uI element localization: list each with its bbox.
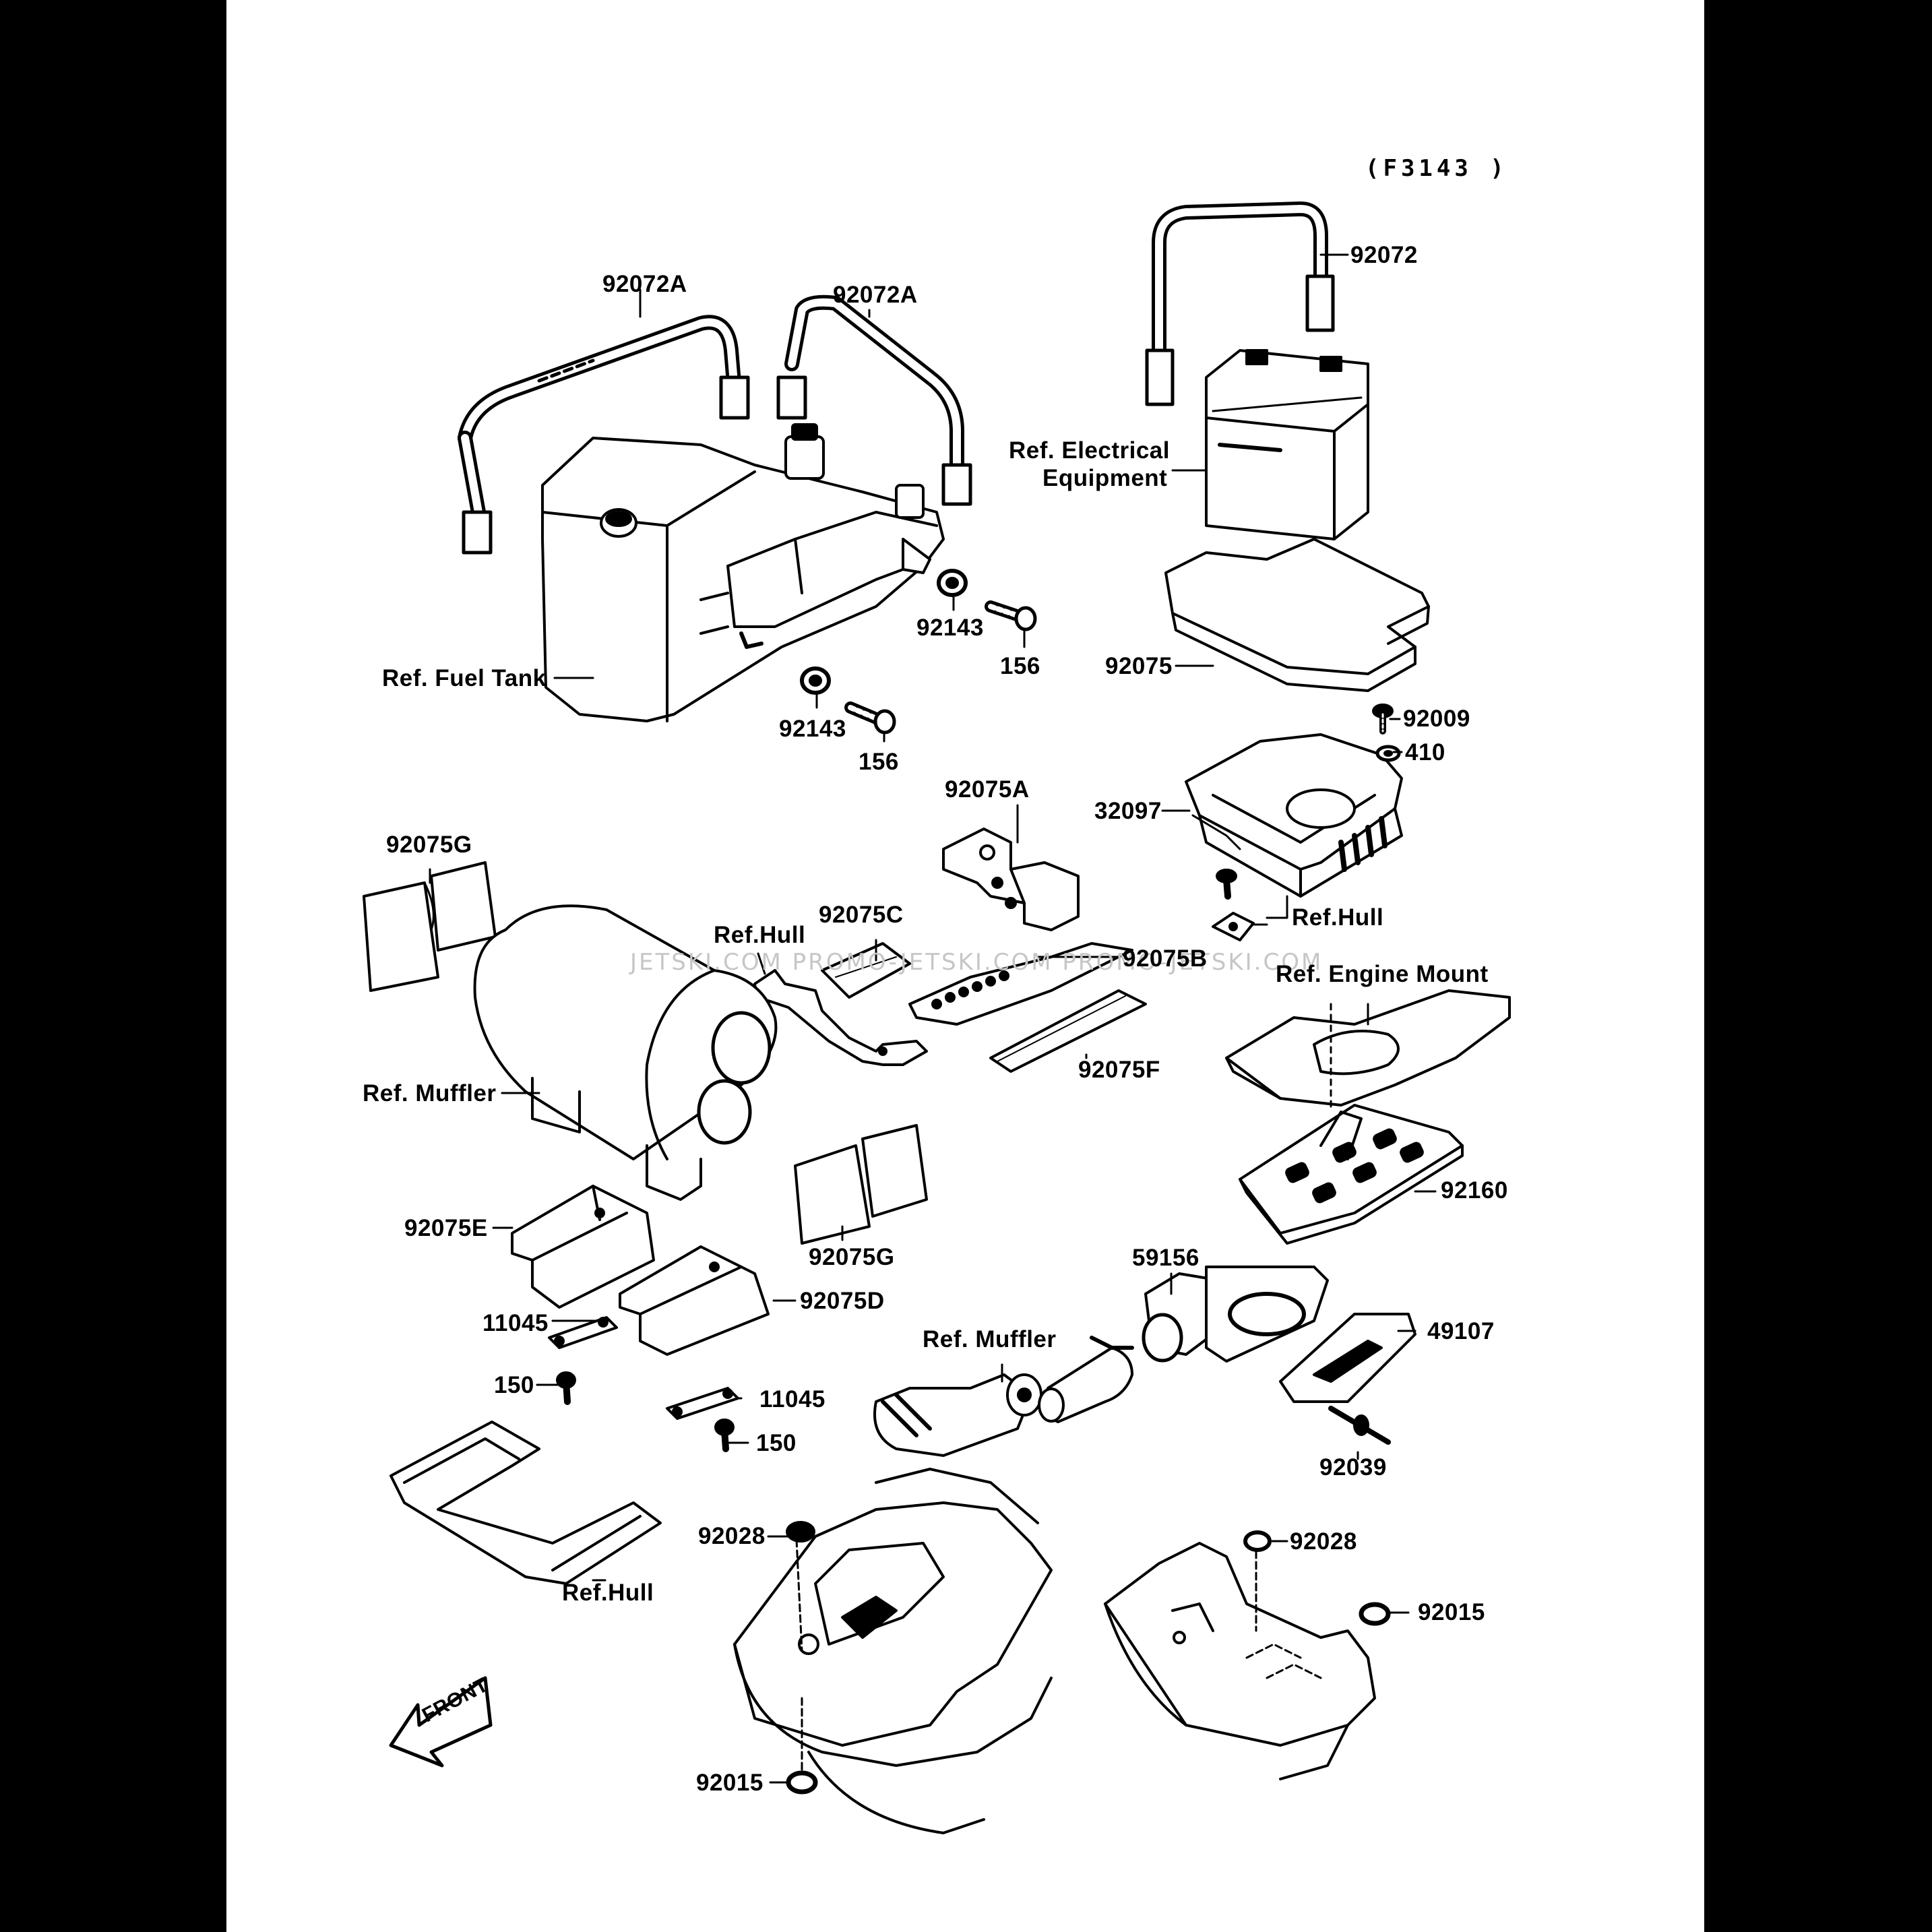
label-11045-right: 11045	[759, 1386, 825, 1412]
outlet-59156	[1142, 1266, 1329, 1363]
pad-92075F	[989, 989, 1147, 1073]
label-92075G-bottom: 92075G	[809, 1244, 895, 1270]
label-410: 410	[1405, 739, 1445, 766]
diagram-code: (F3143 )	[1365, 155, 1508, 182]
label-92143-upper: 92143	[916, 615, 984, 641]
gasket-49107	[1279, 1313, 1416, 1403]
label-92009: 92009	[1403, 706, 1470, 732]
grommet-92143-lower	[800, 666, 831, 695]
label-150-right: 150	[756, 1430, 797, 1456]
screw-hull-battery	[1212, 869, 1255, 941]
label-150-left: 150	[494, 1372, 534, 1398]
label-92072A-left: 92072A	[602, 271, 687, 297]
pad-92075G-bottom	[794, 1124, 928, 1245]
label-92075G-top: 92075G	[386, 832, 472, 858]
washer-410	[1375, 745, 1401, 762]
grommet-92143-upper	[937, 569, 968, 597]
label-92075E: 92075E	[404, 1215, 488, 1241]
label-59156: 59156	[1132, 1245, 1199, 1271]
exhaust-hose	[1038, 1336, 1134, 1423]
muffler	[473, 904, 778, 1201]
exhaust-elbow-ref-muffler	[873, 1373, 1042, 1457]
hull-left	[733, 1468, 1053, 1834]
label-92028-left: 92028	[698, 1523, 766, 1549]
label-ref-hull-bottom: Ref.Hull	[562, 1580, 654, 1606]
label-92072A-right: 92072A	[833, 282, 918, 308]
label-92039: 92039	[1319, 1454, 1387, 1481]
battery-case-32097	[1185, 733, 1403, 898]
drain-plug-92028-left	[786, 1521, 815, 1652]
strap-92072	[1145, 201, 1335, 406]
pad-92075E	[511, 1185, 655, 1309]
label-92160: 92160	[1441, 1177, 1508, 1204]
label-92075D: 92075D	[800, 1288, 885, 1314]
bolt-156-upper	[985, 600, 1037, 631]
label-ref-muffler-pipe: Ref. Muffler	[923, 1326, 1057, 1352]
fuel-tank	[541, 423, 945, 722]
label-92072: 92072	[1350, 242, 1418, 268]
label-92015-right: 92015	[1418, 1599, 1485, 1625]
drain-plug-92028-right	[1243, 1530, 1272, 1632]
hull-bracket-bottom	[389, 1421, 662, 1585]
label-92075F: 92075F	[1078, 1057, 1160, 1083]
bolt-150-right	[714, 1419, 735, 1452]
strap-92072A-left	[458, 315, 750, 555]
pad-92075A	[942, 828, 1080, 931]
label-32097: 32097	[1094, 798, 1162, 824]
nut-92015-right	[1359, 1602, 1391, 1626]
battery	[1205, 349, 1369, 540]
nut-92015-bottom	[786, 1697, 818, 1795]
label-ref-muffler-left: Ref. Muffler	[363, 1080, 497, 1107]
label-ref-hull-bracket: Ref.Hull	[714, 922, 806, 948]
label-92015-bottom: 92015	[696, 1770, 764, 1796]
label-49107: 49107	[1427, 1318, 1495, 1344]
pad-92075C	[821, 942, 911, 999]
screw-92009	[1372, 704, 1394, 735]
clamp-11045-right	[666, 1387, 739, 1420]
plate-92160	[1239, 1104, 1464, 1245]
label-156-upper: 156	[1000, 653, 1040, 679]
pad-92075G-top	[363, 861, 497, 992]
bolt-156-lower	[844, 702, 896, 735]
label-92075A: 92075A	[945, 776, 1030, 803]
plate-92075B	[908, 942, 1133, 1026]
leader-lines	[429, 253, 1437, 1784]
label-92075B: 92075B	[1123, 945, 1208, 972]
label-ref-electrical-line1: Ref. Electrical	[1009, 437, 1170, 464]
label-ref-hull-battery: Ref.Hull	[1292, 904, 1384, 931]
label-92075C: 92075C	[819, 902, 904, 928]
bracket-hull	[753, 969, 928, 1066]
label-156-lower: 156	[859, 749, 899, 775]
label-ref-fuel-tank: Ref. Fuel Tank	[382, 665, 547, 691]
label-ref-electrical-line2: Equipment	[1042, 465, 1168, 491]
label-11045-left: 11045	[482, 1310, 549, 1336]
label-92143-lower: 92143	[779, 716, 846, 742]
front-arrow-icon	[389, 1676, 493, 1768]
strap-92072A-right	[776, 294, 972, 506]
pad-92075	[1164, 538, 1430, 692]
label-92075: 92075	[1105, 653, 1173, 679]
label-92028-right: 92028	[1290, 1528, 1357, 1555]
pad-92075D	[619, 1245, 770, 1356]
label-ref-engine-mount: Ref. Engine Mount	[1276, 961, 1489, 987]
watermark-text: JETSKI.COM PROMO-JETSKI.COM PROMO-JETSKI…	[630, 949, 1323, 976]
engine-mount-ref	[1225, 989, 1511, 1113]
bolt-150-left	[556, 1371, 576, 1405]
hull-right	[1104, 1542, 1376, 1780]
pin-92039	[1328, 1406, 1391, 1445]
clamp-11045-left	[548, 1316, 618, 1349]
